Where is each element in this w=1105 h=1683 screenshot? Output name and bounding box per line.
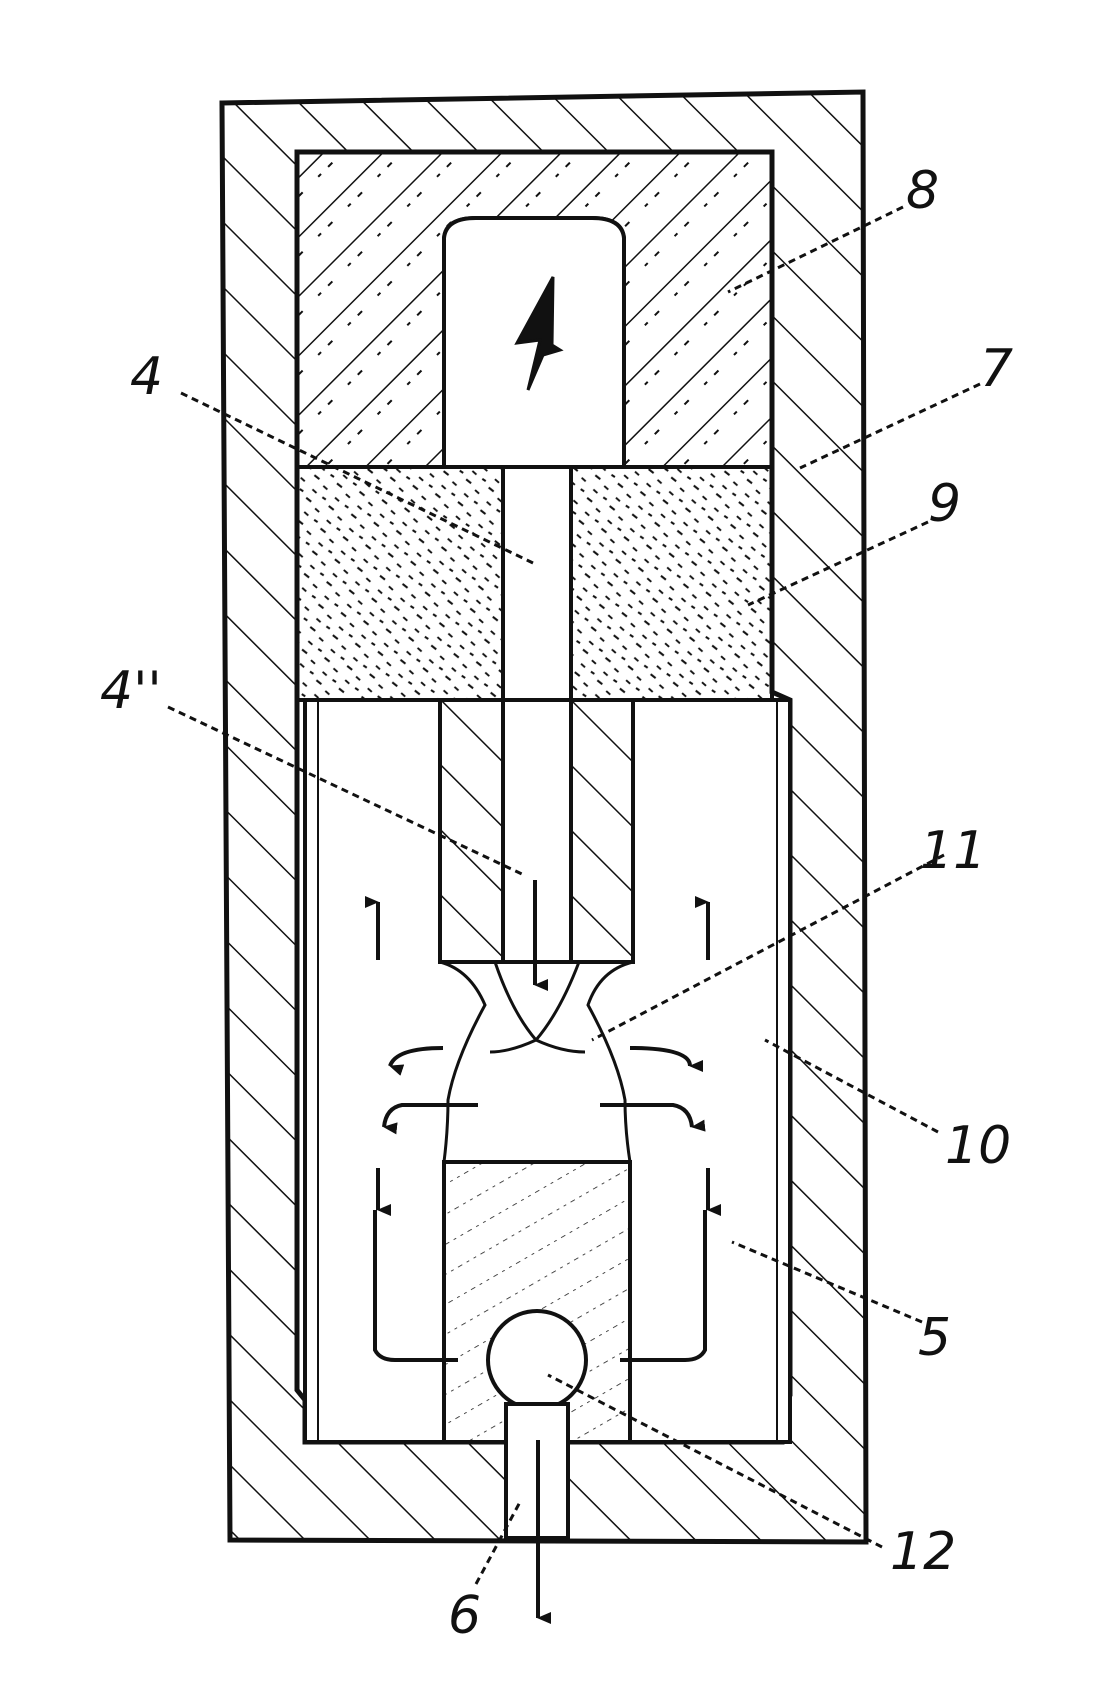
- electrode-cap: [444, 218, 624, 467]
- label-electrode-channel: 4: [130, 347, 163, 407]
- label-middle-insulator: 9: [928, 474, 961, 534]
- label-nozzle-outlet: 4'': [100, 661, 162, 721]
- label-outlet-channel: 6: [448, 1586, 481, 1646]
- label-annular-chamber: 5: [918, 1308, 951, 1368]
- middle-insulator: [297, 467, 772, 700]
- label-throat: 11: [920, 821, 986, 881]
- valve-ball: [488, 1311, 586, 1409]
- label-upper-insulator: 8: [906, 161, 939, 221]
- label-outer-housing: 7: [980, 339, 1013, 399]
- label-valve-ball: 12: [890, 1522, 956, 1582]
- label-inner-wall: 10: [945, 1116, 1011, 1176]
